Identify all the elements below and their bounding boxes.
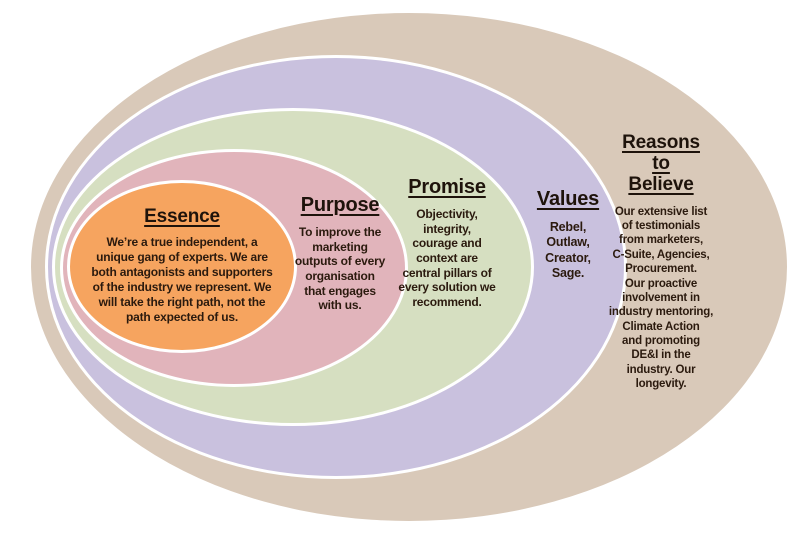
reasons-to-believe-section: Reasons to Believe Our extensive list of…: [593, 132, 729, 392]
purpose-heading: Purpose: [300, 194, 380, 216]
promise-body: Objectivity, integrity, courage and cont…: [398, 207, 496, 309]
reasons-to-believe-body: Our extensive list of testimonials from …: [608, 205, 714, 391]
values-body: Rebel, Outlaw, Creator, Sage.: [545, 220, 591, 280]
ring-essence: [67, 180, 297, 353]
essence-body: We’re a true independent, a unique gang …: [91, 234, 273, 324]
purpose-section: Purpose To improve the marketing outputs…: [282, 194, 398, 313]
essence-section: Essence We’re a true independent, a uniq…: [62, 206, 302, 325]
reasons-to-believe-heading: Reasons to Believe: [593, 132, 729, 196]
reasons-heading-line-3: Believe: [628, 173, 694, 195]
promise-heading: Promise: [408, 176, 486, 198]
values-section: Values Rebel, Outlaw, Creator, Sage.: [520, 188, 616, 281]
values-heading: Values: [536, 188, 600, 210]
reasons-heading-line-1: Reasons: [622, 132, 700, 153]
essence-heading: Essence: [144, 206, 220, 227]
promise-section: Promise Objectivity, integrity, courage …: [384, 176, 510, 309]
reasons-heading-line-2: to: [652, 152, 670, 174]
purpose-body: To improve the marketing outputs of ever…: [294, 225, 386, 313]
